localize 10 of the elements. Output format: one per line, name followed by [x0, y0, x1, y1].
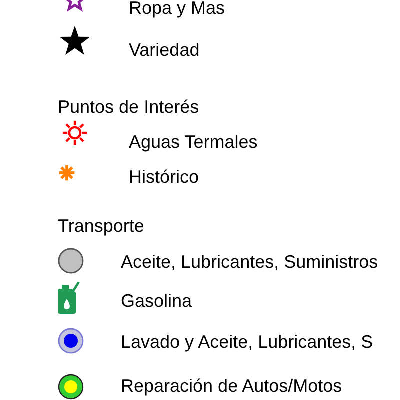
legend-label: Histórico: [129, 167, 200, 187]
legend-label: Lavado y Aceite, Lubricantes, S: [121, 332, 374, 352]
section-heading: Transporte: [58, 216, 144, 236]
legend-label: Gasolina: [121, 291, 192, 311]
legend-label: Reparación de Autos/Motos: [121, 376, 342, 396]
legend-label: Aguas Termales: [129, 132, 258, 152]
legend-label: Variedad: [129, 40, 200, 60]
legend-label: Aceite, Lubricantes, Suministros: [121, 252, 378, 272]
section-heading: Puntos de Interés: [58, 97, 200, 117]
legend-label: Ropa y Mas: [129, 0, 226, 18]
